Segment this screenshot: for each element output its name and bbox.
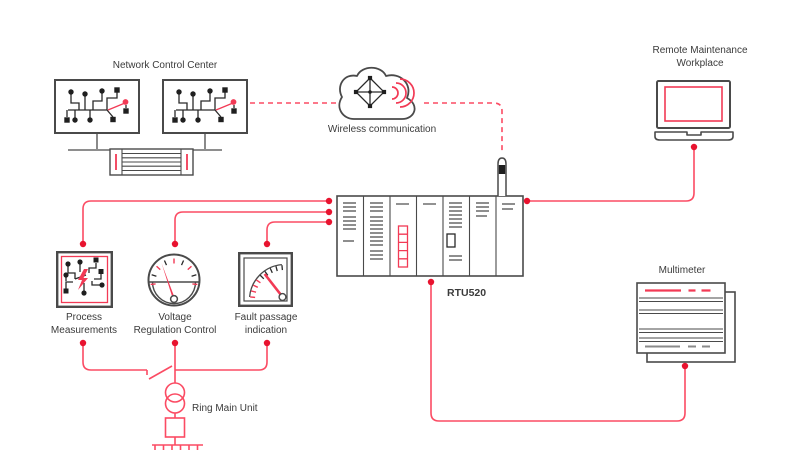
rtu-rack-icon bbox=[336, 157, 524, 277]
rtu-label: RTU520 bbox=[447, 287, 487, 299]
gauge-ticks bbox=[150, 258, 198, 286]
switch-blade-icon bbox=[148, 365, 173, 380]
link-rtu-multimeter bbox=[430, 282, 686, 422]
fault-label-line2: indication bbox=[244, 325, 288, 336]
ground-icon bbox=[152, 444, 203, 450]
fault-ticks bbox=[250, 265, 284, 299]
network-topology-monitor-icon bbox=[162, 79, 248, 134]
voltage-label-line1: Voltage bbox=[158, 312, 192, 323]
wifi-waves-icon bbox=[391, 78, 415, 108]
network-control-center-group bbox=[54, 79, 248, 176]
voltage-label-line2: Regulation Control bbox=[133, 325, 217, 336]
wireless-communication-label: Wireless communication bbox=[327, 124, 437, 135]
connection-dots bbox=[79, 143, 698, 370]
ring-main-unit-schematic bbox=[82, 343, 268, 450]
cloud-icon bbox=[338, 66, 416, 120]
fault-label-line1: Fault passage bbox=[234, 312, 298, 323]
transformer-icon bbox=[164, 382, 186, 403]
remote-maintenance-label-line2: Workplace bbox=[676, 58, 724, 69]
fault-needle bbox=[263, 273, 283, 297]
laptop-icon bbox=[654, 80, 734, 141]
multimeter-icon bbox=[636, 282, 736, 363]
remote-maintenance-label: Remote Maintenance Workplace bbox=[615, 44, 785, 70]
ring-main-unit-label: Ring Main Unit bbox=[192, 403, 258, 414]
network-control-center-label: Network Control Center bbox=[112, 60, 218, 71]
remote-maintenance-label-line1: Remote Maintenance bbox=[652, 45, 748, 56]
fault-passage-label: Fault passage indication bbox=[214, 311, 318, 337]
antenna-icon bbox=[497, 157, 507, 196]
link-rtu-voltage bbox=[174, 211, 329, 244]
process-measurements-icon bbox=[56, 251, 113, 308]
led-column-icon bbox=[397, 225, 409, 268]
lightning-bolt-icon bbox=[78, 269, 88, 290]
link-rtu-process bbox=[82, 200, 329, 244]
network-topology-monitor-icon bbox=[54, 79, 140, 134]
link-rtu-remote bbox=[527, 147, 695, 202]
multimeter-label: Multimeter bbox=[658, 265, 706, 276]
link-rtu-fault bbox=[266, 221, 329, 244]
connection-lines bbox=[79, 102, 698, 450]
network-glyph-icon bbox=[353, 75, 387, 109]
voltage-regulation-label: Voltage Regulation Control bbox=[122, 311, 228, 337]
fault-indicator-icon bbox=[238, 252, 293, 307]
process-measurements-label: Process Measurements bbox=[34, 311, 134, 337]
voltage-gauge-icon bbox=[147, 253, 201, 307]
process-label-line2: Measurements bbox=[50, 325, 118, 336]
server-icon bbox=[109, 148, 194, 176]
process-label-line1: Process bbox=[65, 312, 103, 323]
link-cloud-antenna-dashed bbox=[424, 102, 503, 154]
